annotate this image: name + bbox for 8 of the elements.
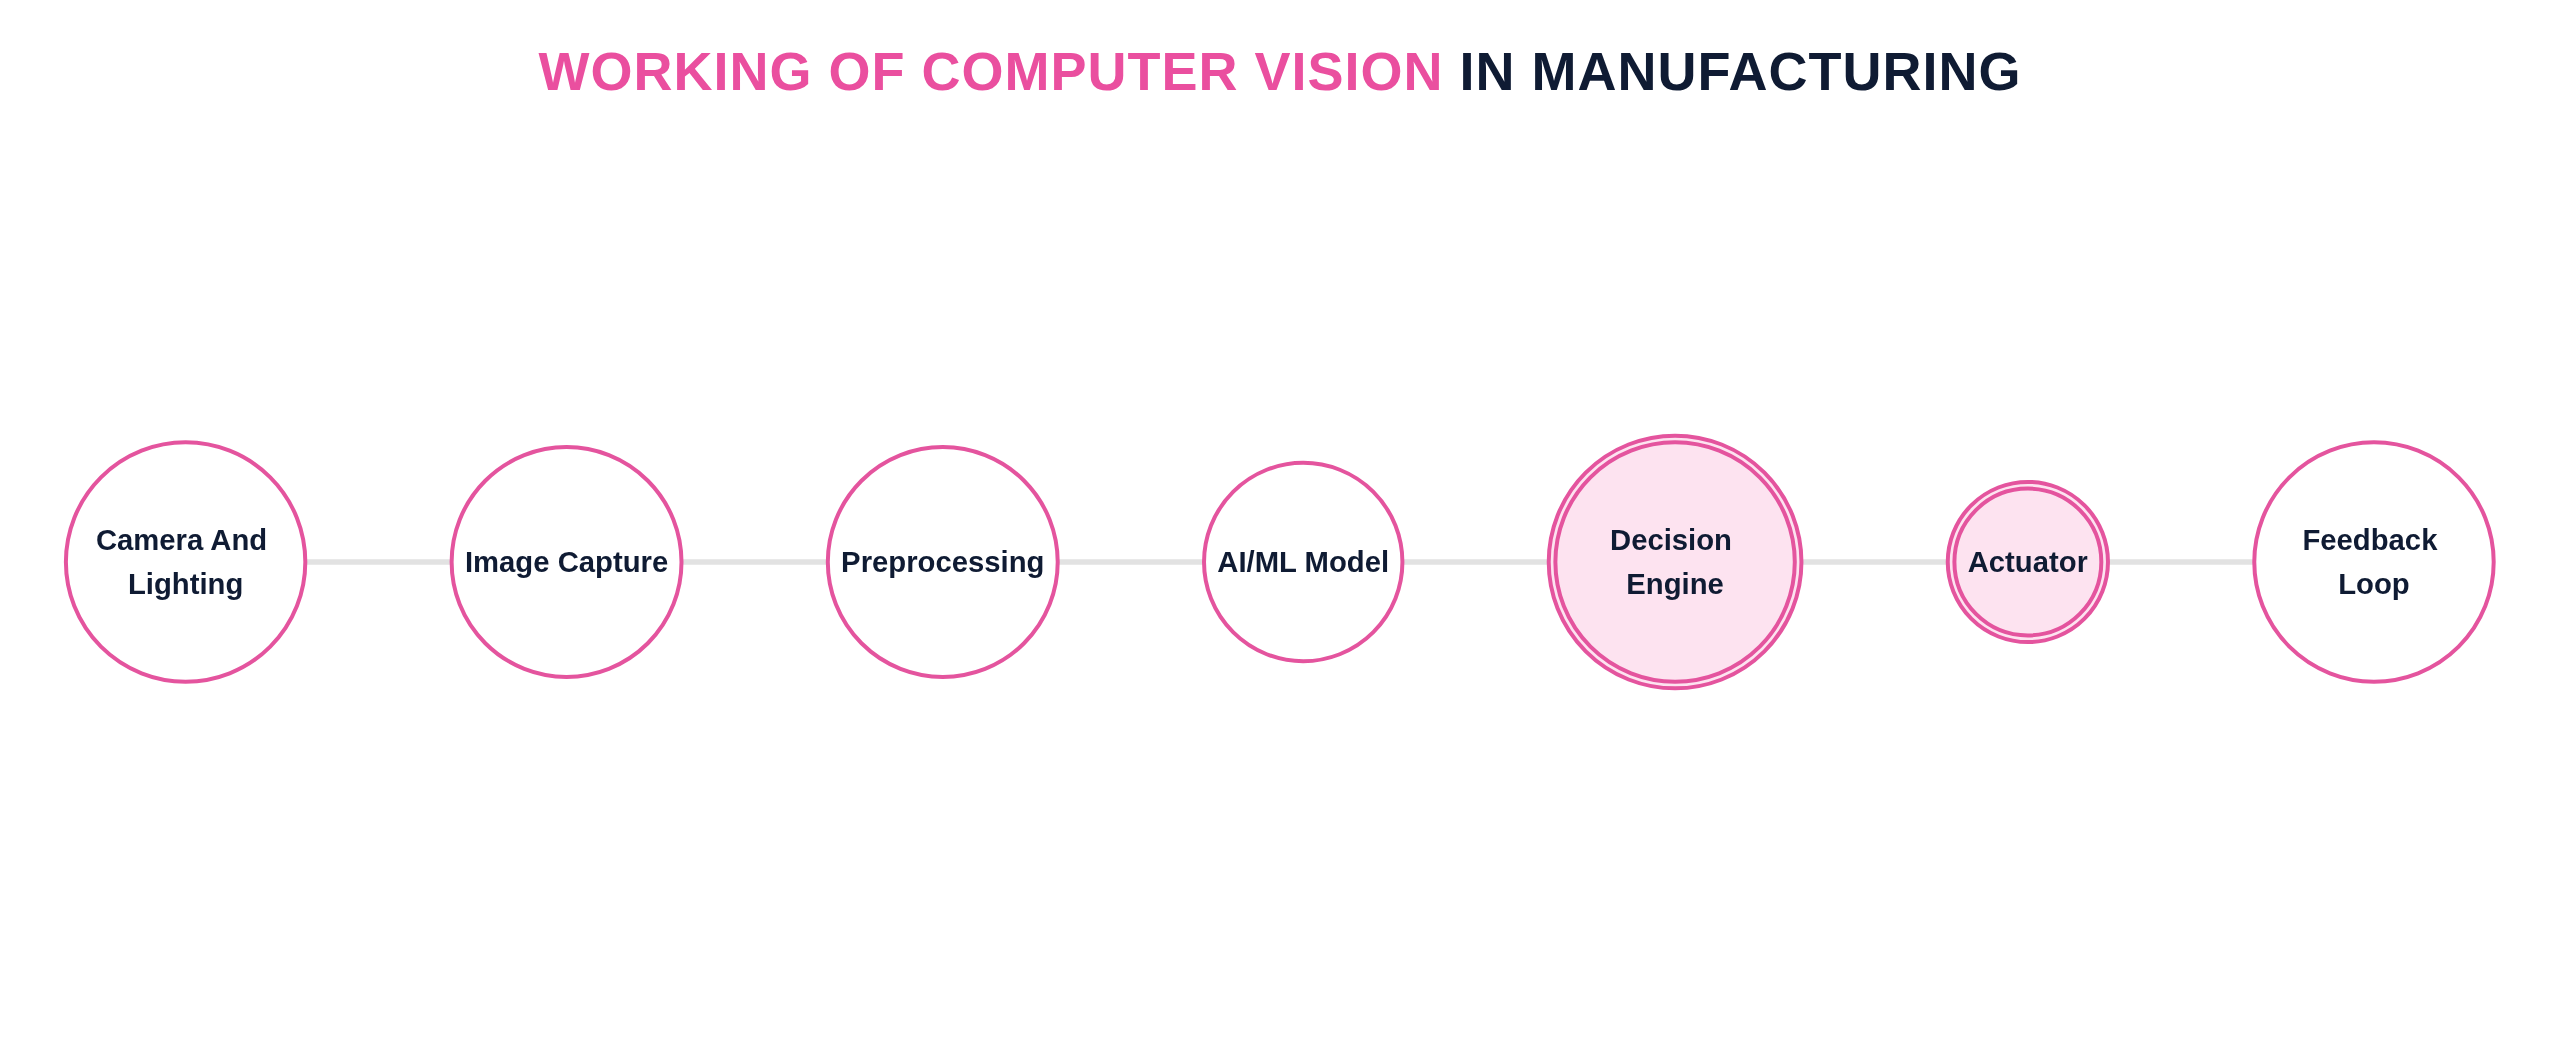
node-circle: Camera And Lighting [64, 439, 308, 684]
node-circle: Preprocessing [826, 444, 1060, 679]
node-circle: AI/ML Model [1202, 460, 1405, 663]
node-circle: Feedback Loop [2252, 439, 2496, 684]
node-circle: Image Capture [449, 444, 684, 679]
title: WORKING OF COMPUTER VISION IN MANUFACTURING [538, 40, 2022, 102]
node-circle: Decision Engine [1546, 433, 1804, 690]
node-circle: Actuator [1945, 479, 2111, 644]
